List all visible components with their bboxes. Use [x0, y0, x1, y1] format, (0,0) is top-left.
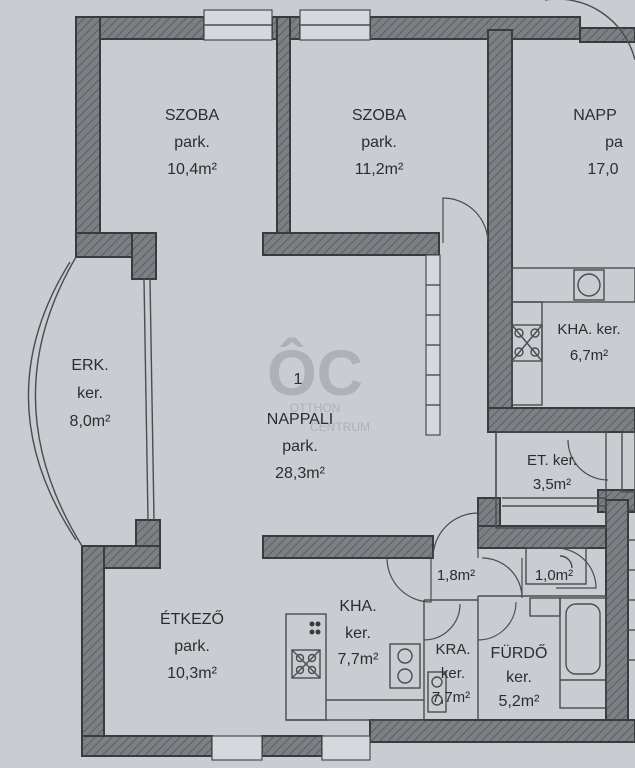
kra-name: KRA.	[435, 641, 470, 658]
etkezo-floor: park.	[174, 638, 210, 655]
room-labels: SZOBA park. 10,4m² SZOBA park. 11,2m² NA…	[70, 107, 623, 710]
erkely-name: ERK.	[71, 357, 108, 374]
kha-name: KHA.	[339, 598, 376, 615]
kha-area: 7,7m²	[338, 651, 380, 668]
szoba2-name: SZOBA	[352, 107, 407, 124]
nappali-right-name: NAPP	[573, 107, 617, 124]
folding-door	[425, 254, 441, 436]
kra-floor: ker.	[441, 665, 465, 682]
szoba2-area: 11,2m²	[355, 161, 404, 178]
et-ker-name: ET. ker.	[527, 452, 577, 469]
hall-fixtures	[495, 431, 635, 585]
nappali-area: 28,3m²	[275, 465, 325, 482]
hall1-area: 1,8m²	[437, 567, 475, 584]
kha-right-name: KHA. ker.	[557, 321, 620, 338]
kha-floor: ker.	[345, 625, 371, 642]
nappali-number: 1	[294, 371, 303, 388]
balcony-bay	[27, 256, 155, 547]
szoba1-name: SZOBA	[165, 107, 220, 124]
watermark-line1: OTTHON	[290, 401, 341, 415]
etkezo-name: ÉTKEZŐ	[160, 609, 224, 628]
windows	[203, 9, 371, 761]
nappali-floor: park.	[282, 438, 318, 455]
furdo-floor: ker.	[506, 669, 532, 686]
szoba1-area: 10,4m²	[167, 161, 217, 178]
furdo-name: FÜRDŐ	[491, 643, 548, 662]
watermark-line2: CENTRUM	[310, 420, 370, 434]
erkely-floor: ker.	[77, 385, 103, 402]
stair-lines	[545, 0, 635, 661]
nappali-right-area: 17,0	[587, 161, 618, 178]
kra-area: 7,7m²	[432, 689, 470, 706]
hall2-area: 1,0m²	[535, 567, 573, 584]
et-ker-area: 3,5m²	[533, 476, 571, 493]
watermark: ÔC OTTHON CENTRUM	[267, 336, 370, 434]
erkely-area: 8,0m²	[70, 413, 112, 430]
nappali-right-floor: pa	[605, 134, 623, 151]
szoba2-floor: park.	[361, 134, 397, 151]
szoba1-floor: park.	[174, 134, 210, 151]
watermark-logo: ÔC	[267, 336, 363, 409]
kha-right-area: 6,7m²	[570, 347, 608, 364]
kitchen-fixtures	[285, 613, 424, 721]
etkezo-area: 10,3m²	[167, 665, 217, 682]
right-kitchen-fixtures	[511, 267, 635, 406]
furdo-area: 5,2m²	[499, 693, 541, 710]
nappali-name: NAPPALI	[267, 411, 333, 428]
